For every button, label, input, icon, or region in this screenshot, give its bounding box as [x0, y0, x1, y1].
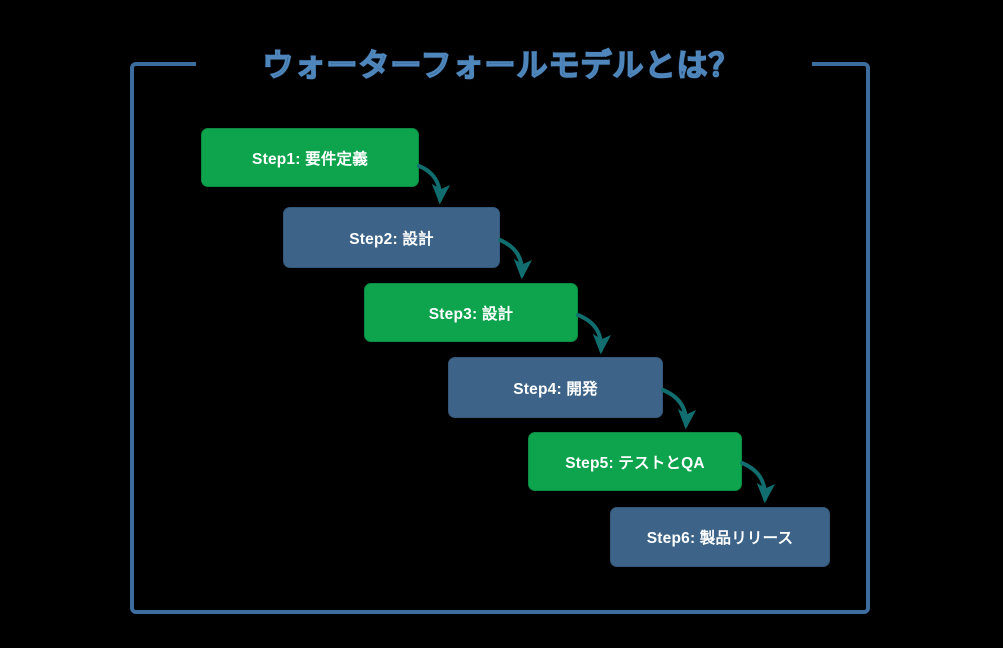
page-title: ウォーターフォールモデルとは？	[262, 47, 741, 83]
step-box-3[interactable]: Step3: 設計	[364, 283, 578, 342]
step-label: Step3: 設計	[428, 305, 514, 323]
step-label: Step1: 要件定義	[252, 150, 368, 168]
step-label: Step5: テストとQA	[565, 454, 705, 472]
step-label: Step2: 設計	[349, 230, 434, 248]
step-box-1[interactable]: Step1: 要件定義	[201, 128, 419, 187]
step-box-5[interactable]: Step5: テストとQA	[528, 432, 742, 491]
step-box-4[interactable]: Step4: 開発	[448, 357, 663, 418]
step-label: Step6: 製品リリース	[646, 530, 794, 547]
step-label: Step4: 開発	[513, 380, 598, 398]
step-box-2[interactable]: Step2: 設計	[283, 207, 500, 268]
title-background-mask	[196, 52, 812, 76]
step-box-6[interactable]: Step6: 製品リリース	[610, 507, 830, 567]
